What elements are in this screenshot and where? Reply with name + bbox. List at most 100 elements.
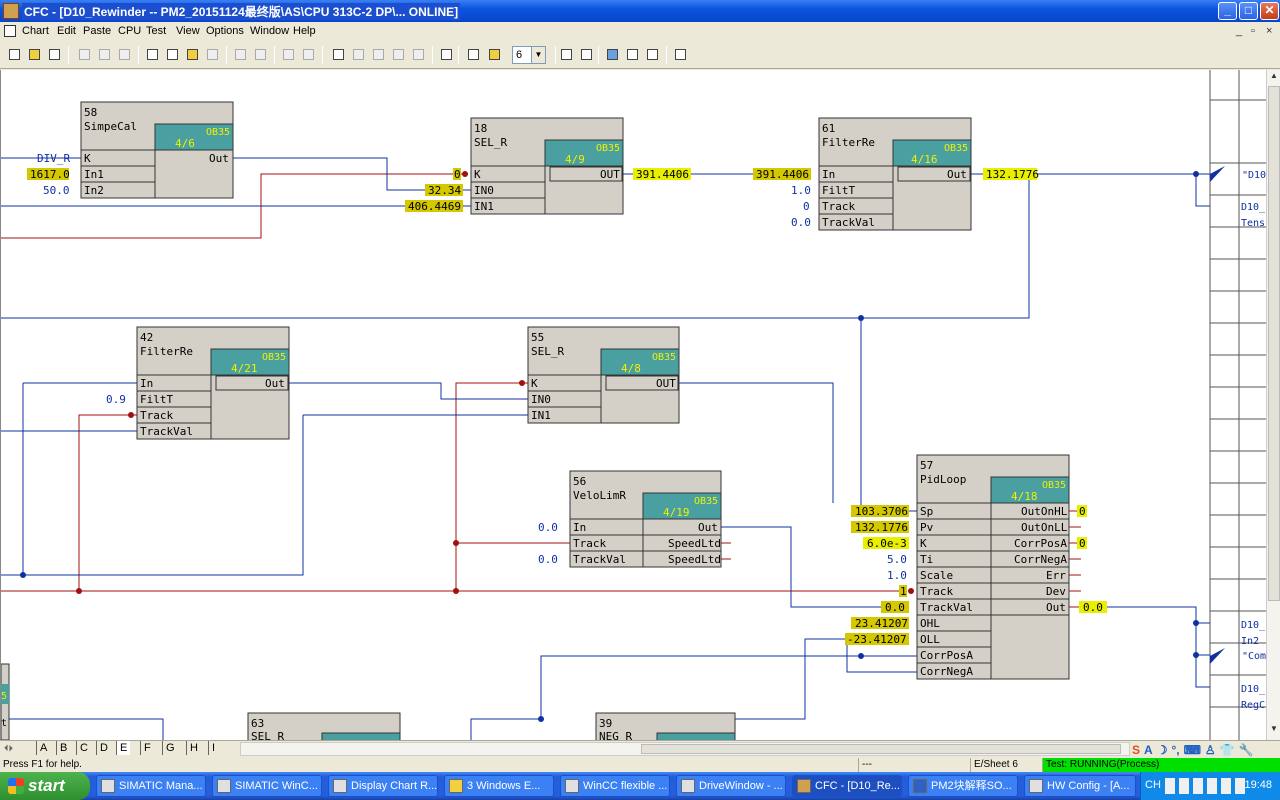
menu-paste[interactable]: Paste: [83, 25, 112, 37]
pin-out[interactable]: Out: [209, 152, 229, 165]
jump-icon[interactable]: [252, 46, 268, 62]
pin-corrposa-in[interactable]: CorrPosA: [920, 649, 973, 662]
value-velo-in[interactable]: 0.0: [538, 521, 558, 534]
zoom-out-icon[interactable]: [578, 46, 594, 62]
pin-in1[interactable]: In1: [84, 168, 104, 181]
menu-view[interactable]: View: [176, 25, 200, 37]
sheet-tab-e[interactable]: E: [116, 741, 131, 755]
value-track-1[interactable]: 1: [900, 585, 907, 598]
wrench-icon[interactable]: 🔧: [1238, 743, 1254, 757]
download-icon[interactable]: [300, 46, 316, 62]
block-61-filterre[interactable]: 61 FilterRe OB35 4/16 In FiltT Track Tra…: [818, 117, 972, 231]
block-63-sel-r[interactable]: 63 SEL_R: [247, 712, 401, 740]
task-simatic-wincc[interactable]: SIMATIC WinC...: [212, 775, 322, 797]
pin-sp[interactable]: Sp: [920, 505, 933, 518]
value-outonhl[interactable]: 0: [1079, 505, 1086, 518]
value-in-391[interactable]: 391.4406: [756, 168, 809, 181]
task-windows-explorer[interactable]: 3 Windows E...: [444, 775, 554, 797]
interconnect-icon[interactable]: [204, 46, 220, 62]
pin-trackval[interactable]: TrackVal: [140, 425, 193, 438]
value-in1[interactable]: 1617.0: [30, 168, 70, 181]
pin-k[interactable]: K: [474, 168, 481, 181]
tile-horizontal-icon[interactable]: [624, 46, 640, 62]
margin-label-bot2[interactable]: In2: [1241, 636, 1259, 647]
sheet-tab-b[interactable]: B: [56, 741, 70, 755]
task-word-doc[interactable]: PM2块解释SO...: [908, 775, 1018, 797]
block-icon[interactable]: [164, 46, 180, 62]
menu-window[interactable]: Window: [250, 25, 290, 37]
delete-connection-icon[interactable]: [370, 46, 386, 62]
menu-cpu[interactable]: CPU: [118, 25, 142, 37]
scroll-thumb[interactable]: [1268, 86, 1280, 601]
pin-pv[interactable]: Pv: [920, 521, 934, 534]
pin-track[interactable]: Track: [920, 585, 953, 598]
language-indicator[interactable]: CH: [1145, 779, 1161, 791]
vertical-scrollbar[interactable]: ▲ ▼: [1266, 70, 1280, 740]
margin-label-bot5[interactable]: RegC: [1241, 700, 1265, 711]
ime-mode-icon[interactable]: A: [1144, 743, 1153, 757]
pin-trackval[interactable]: TrackVal: [822, 216, 875, 229]
margin-label-top2[interactable]: D10_: [1241, 202, 1266, 213]
pin-filtt[interactable]: FiltT: [140, 393, 173, 406]
cfc-app-icon[interactable]: [3, 3, 19, 19]
sheet-tab-d[interactable]: D: [96, 741, 111, 755]
value-corrposa[interactable]: 0: [1079, 537, 1086, 550]
pin-in1[interactable]: IN1: [474, 200, 494, 213]
block-18-sel-r[interactable]: 18 SEL_R OB35 4/9 K IN0 IN1 OUT: [470, 117, 624, 215]
search-block-icon[interactable]: [232, 46, 248, 62]
sheet-bar-icon[interactable]: [390, 46, 406, 62]
pin-in[interactable]: In: [822, 168, 835, 181]
task-drivewindow[interactable]: DriveWindow - ...: [676, 775, 786, 797]
task-display-chart[interactable]: Display Chart R...: [328, 775, 438, 797]
sheet-tab-g[interactable]: G: [162, 741, 178, 755]
block-55-sel-r[interactable]: 55 SEL_R OB35 4/8 K IN0 IN1 OUT: [527, 326, 680, 424]
pin-in1[interactable]: IN1: [531, 409, 551, 422]
pin-track[interactable]: Track: [140, 409, 173, 422]
sheet-nav-icon[interactable]: ⏴⏵: [4, 743, 14, 753]
value-filtt-09[interactable]: 0.9: [106, 393, 126, 406]
horizontal-scrollbar[interactable]: [240, 742, 1130, 756]
pin-track[interactable]: Track: [822, 200, 855, 213]
pin-trackval[interactable]: TrackVal: [573, 553, 626, 566]
pin-in0[interactable]: IN0: [474, 184, 494, 197]
block-56-velolimr[interactable]: 56 VeloLimR OB35 4/19 In Track TrackVal …: [569, 470, 722, 568]
catalog-icon[interactable]: [184, 46, 200, 62]
task-hw-config[interactable]: HW Config - [A...: [1024, 775, 1136, 797]
pin-filtt[interactable]: FiltT: [822, 184, 855, 197]
value-sp[interactable]: 103.3706: [855, 505, 908, 518]
value-scale[interactable]: 1.0: [887, 569, 907, 582]
minimize-button[interactable]: _: [1218, 2, 1237, 20]
pin-in2[interactable]: In2: [84, 184, 104, 197]
value-in2[interactable]: 50.0: [43, 184, 70, 197]
value-trackval-pid[interactable]: 0.0: [885, 601, 905, 614]
cut-icon[interactable]: [76, 46, 92, 62]
tile-vertical-icon[interactable]: [644, 46, 660, 62]
maximize-button[interactable]: □: [1239, 2, 1258, 20]
sheet-tab-h[interactable]: H: [186, 741, 201, 755]
block-57-pidloop[interactable]: 57 PidLoop OB35 4/18 Sp Pv K Ti Scale Tr…: [916, 454, 1070, 680]
tray-icons[interactable]: [1165, 778, 1245, 794]
pin-dev[interactable]: Dev: [1046, 585, 1066, 598]
copy-icon[interactable]: [96, 46, 112, 62]
chart-canvas[interactable]: 58 SimpeCal OB35 4/6 K In1 In2 Out DIV_R…: [0, 70, 1266, 740]
pin-outonll[interactable]: OutOnLL: [1021, 521, 1068, 534]
scroll-up-icon[interactable]: ▲: [1270, 71, 1278, 80]
skin-icon[interactable]: 👕: [1219, 743, 1235, 757]
value-out-pid[interactable]: 0.0: [1083, 601, 1103, 614]
sheet-tab-f[interactable]: F: [140, 741, 154, 755]
block-39-neg-r[interactable]: 39 NEG_R: [595, 712, 736, 740]
value-pv[interactable]: 132.1776: [855, 521, 908, 534]
zoom-select[interactable]: 6 ▼: [512, 46, 546, 64]
value-ti[interactable]: 5.0: [887, 553, 907, 566]
watch-icon[interactable]: [350, 46, 366, 62]
pin-oll[interactable]: OLL: [920, 633, 940, 646]
value-oll[interactable]: -23.41207: [847, 633, 907, 646]
pin-speedltd[interactable]: SpeedLtd: [668, 537, 721, 550]
select-icon[interactable]: [330, 46, 346, 62]
pin-in[interactable]: In: [573, 521, 586, 534]
menu-chart[interactable]: Chart: [22, 25, 49, 37]
margin-label-top3[interactable]: Tens: [1241, 218, 1265, 229]
pin-scale[interactable]: Scale: [920, 569, 953, 582]
print-icon[interactable]: [46, 46, 62, 62]
sogou-icon[interactable]: S: [1132, 743, 1141, 757]
